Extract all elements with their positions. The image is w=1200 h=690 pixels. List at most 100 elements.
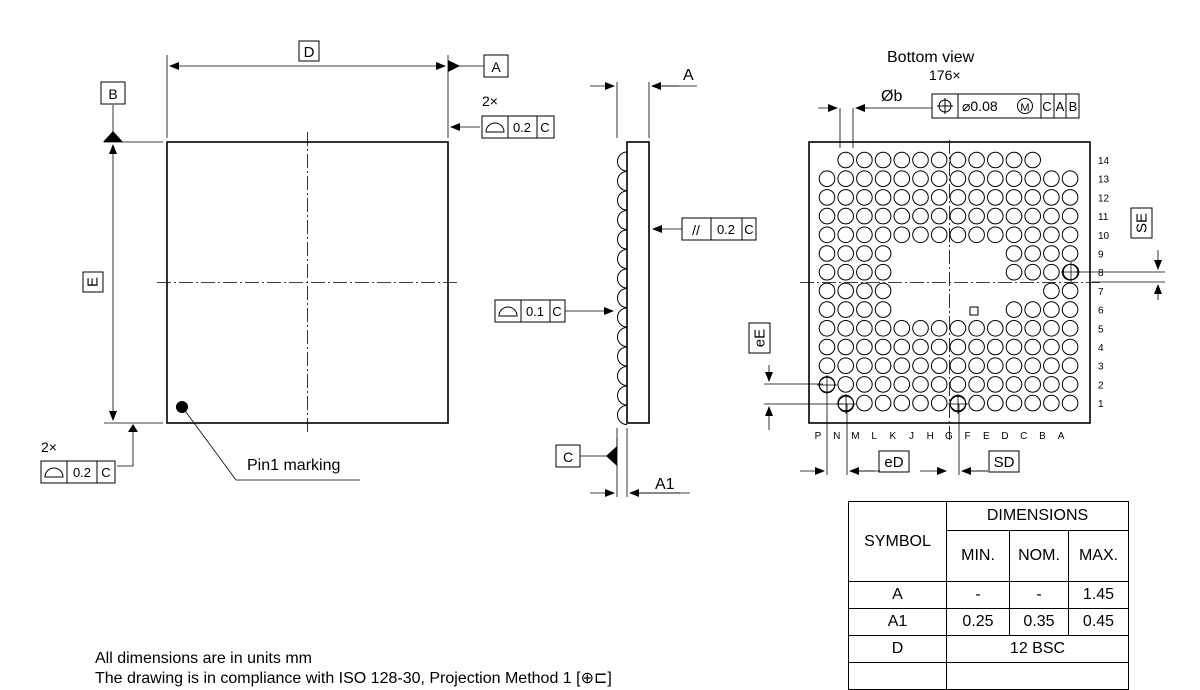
solder-ball xyxy=(893,357,911,375)
side-solder-ball xyxy=(617,171,628,191)
side-flatness-callout xyxy=(494,299,566,323)
row-number: 12 xyxy=(1098,193,1110,204)
side-solder-ball xyxy=(617,249,628,269)
row-number: 8 xyxy=(1098,268,1104,279)
solder-ball xyxy=(949,170,967,187)
column-letter: B xyxy=(1039,431,1046,442)
solder-ball xyxy=(837,207,855,225)
tolerancing-note: The drawing is in compliance with ISO 12… xyxy=(95,670,612,687)
solder-ball xyxy=(1043,320,1060,337)
solder-ball xyxy=(893,226,911,244)
solder-ball xyxy=(856,357,873,375)
solder-ball xyxy=(874,189,892,206)
solder-ball xyxy=(968,151,985,169)
solder-ball xyxy=(874,151,892,169)
solder-ball xyxy=(1061,207,1079,225)
solder-ball xyxy=(837,320,855,337)
column-letter: F xyxy=(965,431,971,442)
solder-ball xyxy=(949,207,967,225)
row-number: 2 xyxy=(1098,380,1104,391)
solder-ball xyxy=(1005,245,1023,262)
solder-ball xyxy=(856,226,873,244)
column-letter: C xyxy=(1020,431,1027,442)
solder-ball xyxy=(1061,189,1079,206)
solder-ball xyxy=(1043,170,1060,187)
solder-ball xyxy=(1024,376,1041,393)
solder-ball xyxy=(912,376,929,393)
side-solder-ball xyxy=(617,190,628,211)
solder-ball xyxy=(874,226,892,244)
solder-ball xyxy=(1061,226,1079,244)
side-solder-ball xyxy=(617,229,628,250)
solder-ball xyxy=(912,338,929,356)
svg-text:C: C xyxy=(101,465,110,480)
svg-text:C: C xyxy=(744,222,753,237)
parallelism-callout xyxy=(681,217,757,241)
solder-ball xyxy=(837,151,855,169)
solder-ball xyxy=(893,338,911,356)
svg-text:C: C xyxy=(1042,99,1051,114)
solder-ball xyxy=(1043,189,1060,206)
solder-ball xyxy=(1005,301,1023,318)
solder-ball xyxy=(1005,338,1023,356)
solder-ball xyxy=(818,189,836,206)
dimension-se-label: SE xyxy=(1134,213,1151,233)
solder-ball xyxy=(968,394,985,412)
solder-ball xyxy=(930,189,948,206)
solder-ball xyxy=(893,207,911,225)
solder-ball xyxy=(968,320,985,337)
solder-ball xyxy=(1043,282,1060,300)
dimension-d-label: D xyxy=(304,44,315,61)
side-view xyxy=(565,82,697,497)
dimension-table: SYMBOL DIMENSIONS MIN. NOM. MAX. A- -1.4… xyxy=(848,501,1129,690)
flatness-callout-bottom xyxy=(40,460,116,484)
solder-ball xyxy=(893,376,911,393)
dimension-ee-label: eE xyxy=(752,329,769,347)
solder-ball xyxy=(968,170,985,187)
solder-ball xyxy=(1024,301,1041,318)
bottom-view-title: Bottom view xyxy=(887,49,975,66)
solder-ball xyxy=(987,170,1004,187)
column-letter: J xyxy=(909,431,914,442)
reference-ball xyxy=(948,394,968,414)
solder-ball xyxy=(1024,189,1041,206)
solder-ball xyxy=(912,394,929,412)
pin1-marking-label: Pin1 marking xyxy=(247,457,340,474)
datum-b-label: B xyxy=(108,86,117,102)
side-solder-ball xyxy=(617,210,628,230)
solder-ball xyxy=(818,245,836,262)
symbol-header: SYMBOL xyxy=(848,501,947,582)
solder-ball xyxy=(1061,301,1079,318)
row-number: 6 xyxy=(1098,306,1104,317)
solder-ball xyxy=(1043,245,1060,262)
solder-ball xyxy=(930,357,948,375)
solder-ball xyxy=(1061,357,1079,375)
solder-ball xyxy=(874,263,892,281)
solder-ball xyxy=(968,189,985,206)
solder-ball xyxy=(1043,357,1060,375)
solder-ball xyxy=(1005,189,1023,206)
svg-text:C: C xyxy=(552,304,561,319)
solder-ball xyxy=(856,282,873,300)
solder-ball xyxy=(874,357,892,375)
solder-ball xyxy=(1024,245,1041,262)
row-number: 14 xyxy=(1098,156,1110,167)
solder-ball xyxy=(874,394,892,412)
solder-ball xyxy=(1024,207,1041,225)
solder-ball xyxy=(818,338,836,356)
solder-ball xyxy=(1005,263,1023,281)
solder-ball xyxy=(987,320,1004,337)
solder-ball xyxy=(968,376,985,393)
flatness-callout-top xyxy=(481,115,555,139)
solder-ball xyxy=(893,394,911,412)
svg-text:M: M xyxy=(1020,102,1029,114)
side-solder-ball xyxy=(617,288,628,308)
solder-ball xyxy=(818,282,836,300)
column-letter: L xyxy=(871,431,877,442)
row-number: 11 xyxy=(1098,212,1109,223)
min-header: MIN. xyxy=(946,530,1010,582)
solder-ball xyxy=(912,320,929,337)
solder-ball xyxy=(987,394,1004,412)
svg-text:0.1: 0.1 xyxy=(526,304,544,319)
